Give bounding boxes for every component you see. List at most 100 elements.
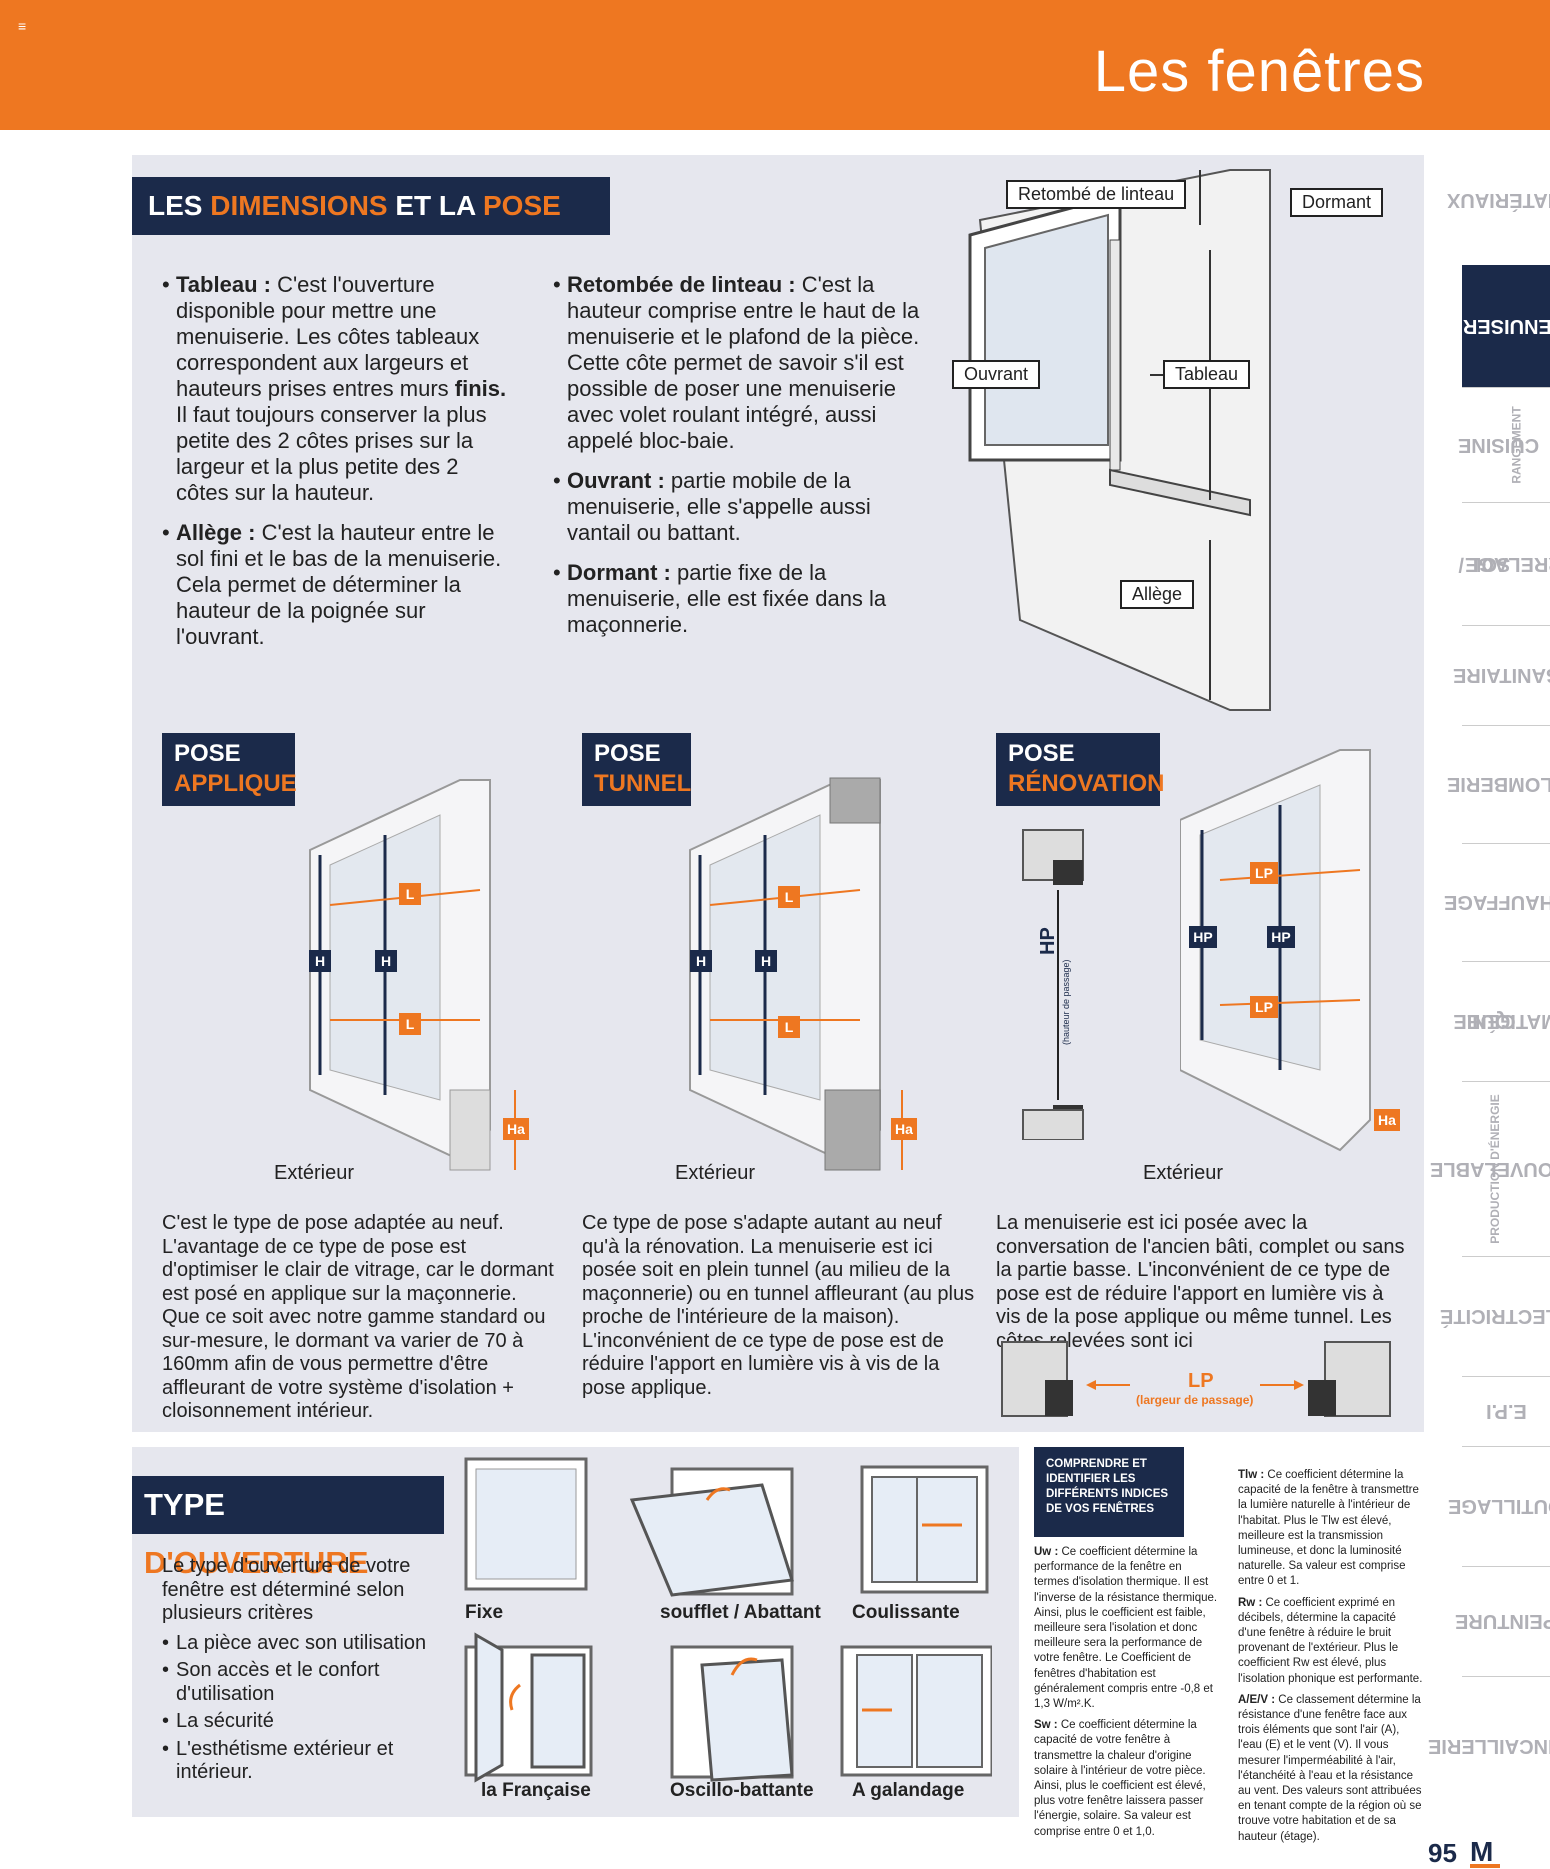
sidebar-tab-menuiserie[interactable]: MENUISERIE	[1444, 265, 1550, 388]
sidebar-tab-sol[interactable]: SOL /CARRELAGE	[1458, 502, 1550, 626]
indices-col-1: Uw : Ce coefficient détermine la perform…	[1034, 1545, 1220, 1846]
tab-label: MENUISERIE	[1443, 315, 1550, 337]
pose-title: POSE	[594, 740, 661, 767]
sidebar-tab-plomberie[interactable]: PLOMBERIE	[1447, 725, 1550, 844]
exterior-label: Extérieur	[675, 1162, 756, 1184]
bullet-retombee: Retombée de linteau : C'est la hauteur c…	[553, 272, 925, 454]
tab-label: ÉLECTRICITÉ	[1440, 1305, 1550, 1327]
indice-sw: Sw : Ce coefficient détermine la capacit…	[1034, 1718, 1220, 1840]
mark-lp: LP	[1250, 996, 1278, 1018]
sidebar-tab-peinture[interactable]: PEINTURE	[1455, 1566, 1550, 1677]
pose-subtitle: APPLIQUE	[174, 770, 297, 797]
pose-subtitle: RÉNOVATION	[1008, 770, 1165, 797]
banner-text: ET LA	[387, 190, 483, 221]
pose-renovation-banner: POSE RÉNOVATION	[996, 733, 1165, 806]
sidebar-tab-outillage[interactable]: OUTILLAGE	[1448, 1446, 1550, 1567]
criterion-item: La pièce avec son utilisation	[162, 1632, 452, 1656]
definition: C'est la hauteur entre le sol fini et le…	[176, 520, 502, 649]
indice-uw: Uw : Ce coefficient détermine la perform…	[1034, 1545, 1220, 1712]
tab-label: OUTILLAGE	[1448, 1495, 1550, 1517]
term: A/E/V :	[1238, 1693, 1276, 1706]
tab-sublabel: CLIMATIQUE	[1466, 1010, 1550, 1032]
pose-applique-banner: POSE APPLIQUE	[162, 733, 297, 806]
banner-highlight: DIMENSIONS	[210, 190, 388, 221]
tab-label: PEINTURE	[1455, 1610, 1550, 1632]
mark-l: L	[399, 1013, 421, 1035]
ouverture-banner: TYPE D'OUVERTURE	[132, 1476, 444, 1580]
pose-tunnel-banner: POSE TUNNEL	[582, 733, 691, 806]
banner-text: LES	[148, 190, 211, 221]
term: Ouvrant :	[567, 468, 665, 493]
label-ouvrant: Ouvrant	[952, 360, 1041, 389]
label-allege: Allège	[1120, 580, 1195, 609]
indice-tlw: Tlw : Ce coefficient détermine la capaci…	[1238, 1468, 1426, 1590]
sidebar-tab-quincaillerie[interactable]: QUINCAILLERIE	[1428, 1676, 1550, 1815]
banner-text: TYPE	[144, 1487, 225, 1522]
dimensions-text-right: Retombée de linteau : C'est la hauteur c…	[553, 272, 925, 652]
ouverture-intro: Le type d'ouverture de votre fenêtre est…	[162, 1555, 411, 1624]
tab-label: MATÉRIAUX	[1447, 189, 1550, 211]
hp-sublabel: (hauteur de passage)	[1061, 959, 1071, 1045]
definition: Ce coefficient exprimé en décibels, déte…	[1238, 1596, 1423, 1685]
type-galandage-label: A galandage	[852, 1780, 965, 1801]
brand-logo: M	[1470, 1836, 1501, 1868]
sidebar-tab-chauffage[interactable]: CHAUFFAGE	[1444, 843, 1550, 962]
mark-h: H	[375, 950, 397, 972]
definition: C'est la hauteur comprise entre le haut …	[567, 272, 920, 453]
type-coulissante-label: Coulissante	[852, 1602, 960, 1623]
sidebar-tab-genie[interactable]: GÉNIECLIMATIQUE	[1453, 961, 1550, 1082]
mark-lp: LP	[1250, 862, 1278, 884]
exterior-label: Extérieur	[274, 1162, 355, 1184]
pose-subtitle: TUNNEL	[594, 770, 692, 797]
mark-ha: Ha	[891, 1118, 917, 1140]
term: Tableau :	[176, 272, 271, 297]
mark-l: L	[778, 886, 800, 908]
sidebar-tab-electricite[interactable]: ÉLECTRICITÉ	[1440, 1256, 1550, 1377]
bullet-ouvrant: Ouvrant : partie mobile de la menuiserie…	[553, 468, 925, 546]
mark-l: L	[399, 883, 421, 905]
term: Retombée de linteau :	[567, 272, 796, 297]
mark-h: H	[309, 950, 331, 972]
definition: Ce coefficient détermine la capacité de …	[1034, 1719, 1206, 1838]
mark-h: H	[755, 950, 777, 972]
definition: C'est l'ouverture disponible pour mettre…	[176, 272, 480, 401]
menu-icon[interactable]: ≡	[18, 18, 27, 34]
term-emphasis: finis.	[454, 376, 507, 401]
pose-tunnel-text: Ce type de pose s'adapte autant au neuf …	[582, 1212, 975, 1399]
sidebar-tab-production[interactable]: PRODUCTION D'ÉNERGIERENOUVELABLE	[1430, 1081, 1550, 1257]
page-title: Les fenêtres	[1093, 39, 1425, 104]
pose-title: POSE	[174, 740, 241, 767]
sidebar-tab-epi[interactable]: E.P.I	[1462, 1376, 1550, 1447]
type-francaise-label: la Française	[481, 1780, 591, 1801]
type-fixe-label: Fixe	[465, 1602, 504, 1623]
term: Rw :	[1238, 1596, 1263, 1609]
label-dormant: Dormant	[1290, 188, 1384, 217]
lp-label: LP	[1188, 1370, 1214, 1392]
criterion-item: L'esthétisme extérieur et intérieur.	[162, 1738, 452, 1785]
tab-label: CUISINE	[1458, 433, 1540, 456]
mark-h: H	[690, 950, 712, 972]
sidebar-tab-materiaux[interactable]: MATÉRIAUX	[1447, 135, 1550, 266]
definition: Ce classement détermine la résistance d'…	[1238, 1693, 1422, 1843]
mark-ha: Ha	[503, 1118, 529, 1140]
pose-renovation-diagram	[1180, 749, 1371, 1152]
indices-title-box: COMPRENDRE ET IDENTIFIER LES DIFFÉRENTS …	[1034, 1447, 1184, 1537]
pose-applique-text: C'est le type de pose adaptée au neuf. L…	[162, 1212, 554, 1422]
label-retombe-linteau: Retombé de linteau	[1006, 180, 1187, 209]
sidebar-tab-sanitaire[interactable]: SANITAIRE	[1453, 625, 1550, 726]
tab-label: PLOMBERIE	[1446, 773, 1550, 795]
lp-sublabel: (largeur de passage)	[1136, 1393, 1254, 1407]
definition: Ce coefficient détermine la performance …	[1034, 1546, 1218, 1711]
banner-highlight: D'OUVERTURE	[144, 1545, 369, 1580]
window-dimension-diagram	[968, 169, 1271, 711]
definition: partie fixe de la menuiserie, elle est f…	[567, 560, 887, 637]
criterion-item: Son accès et le confort d'utilisation	[162, 1659, 452, 1706]
pose-title: POSE	[1008, 740, 1075, 767]
mark-hp: HP	[1267, 926, 1295, 948]
pose-renovation-text: La menuiserie est ici posée avec la conv…	[996, 1212, 1405, 1352]
label-tableau: Tableau	[1163, 360, 1251, 389]
tab-label: CHAUFFAGE	[1443, 891, 1550, 913]
term: Dormant :	[567, 560, 671, 585]
page-header: ≡ Les fenêtres	[0, 0, 1550, 130]
